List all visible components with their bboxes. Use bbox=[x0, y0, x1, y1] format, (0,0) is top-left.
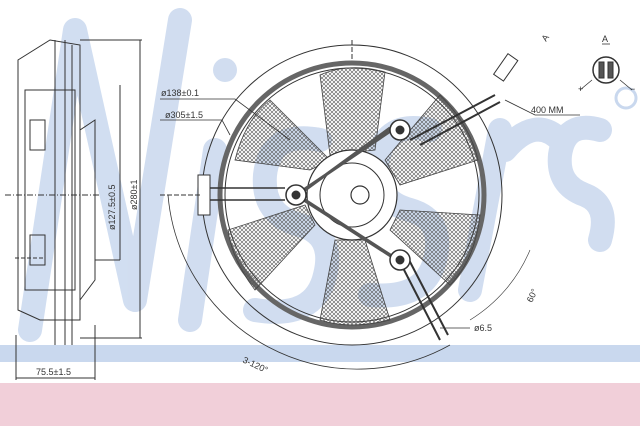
dim-angle: 60° bbox=[525, 287, 540, 304]
side-view bbox=[5, 39, 142, 380]
dim-cable-length: 400 MM bbox=[531, 105, 564, 115]
dim-depth: 75.5±1.5 bbox=[36, 367, 71, 377]
fan-blades bbox=[227, 67, 481, 326]
minus-terminal-label: − bbox=[630, 84, 635, 94]
front-view bbox=[160, 40, 580, 370]
dim-ring-diameter: ø305±1.5 bbox=[165, 110, 203, 120]
plus-terminal-label: + bbox=[578, 84, 583, 94]
registered-mark-icon bbox=[614, 86, 638, 110]
dim-hub-diameter: ø138±0.1 bbox=[161, 88, 199, 98]
connector-detail bbox=[579, 43, 633, 91]
mount-arc bbox=[167, 194, 451, 370]
connector-plug bbox=[492, 53, 519, 82]
blue-band bbox=[0, 345, 640, 362]
detail-title: A bbox=[602, 34, 608, 44]
dim-motor-diameter: ø127.5±0.5 bbox=[107, 185, 117, 230]
dim-shroud-diameter: ø280±1 bbox=[129, 180, 139, 210]
dim-hole: ø6.5 bbox=[474, 323, 492, 333]
pink-band bbox=[0, 383, 640, 426]
view-marker: A bbox=[539, 32, 551, 43]
